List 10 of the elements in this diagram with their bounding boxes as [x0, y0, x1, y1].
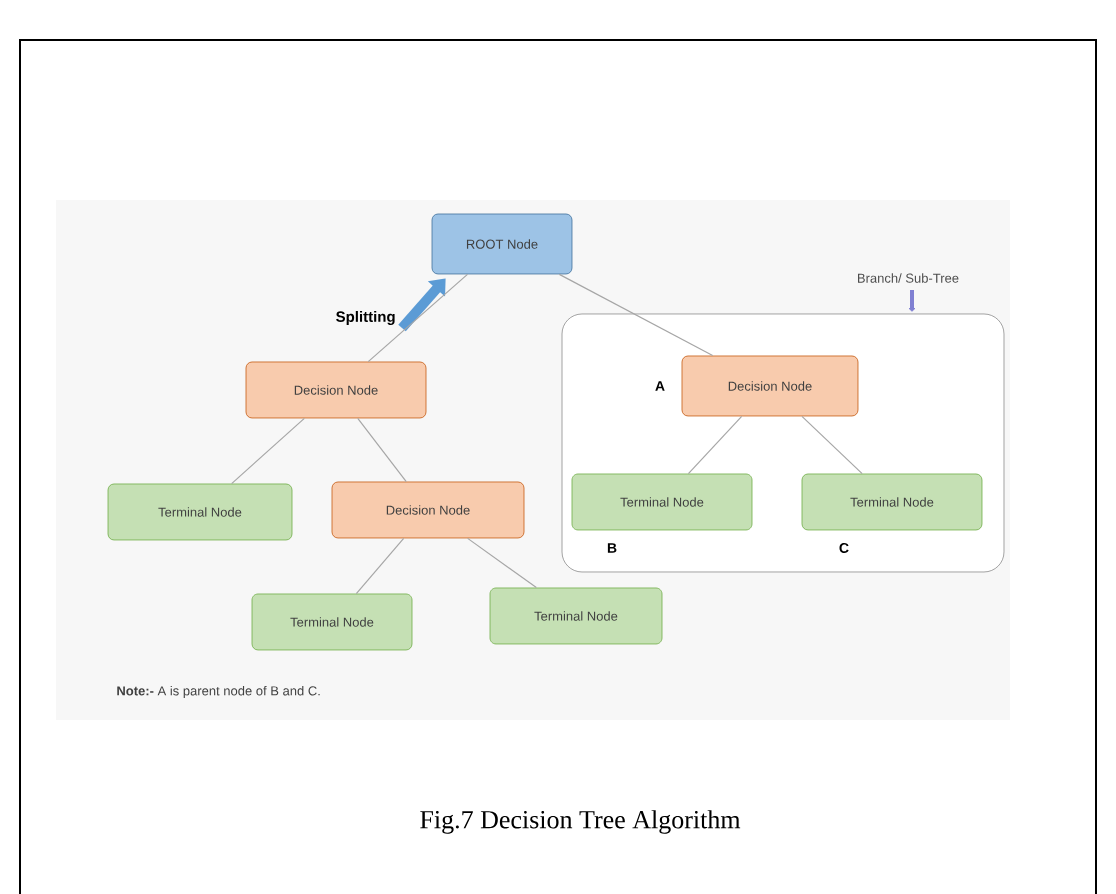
connector-line: [367, 273, 469, 363]
connector-line: [558, 273, 714, 357]
connector-line: [687, 415, 743, 475]
connector-line: [355, 537, 405, 595]
connector-line: [357, 417, 407, 483]
figure-caption: Fig.7 Decision Tree Algorithm: [420, 810, 741, 834]
connector-line: [231, 417, 305, 485]
arrow: [398, 278, 446, 332]
connector-line: [467, 537, 537, 589]
connector-line: [801, 415, 863, 475]
